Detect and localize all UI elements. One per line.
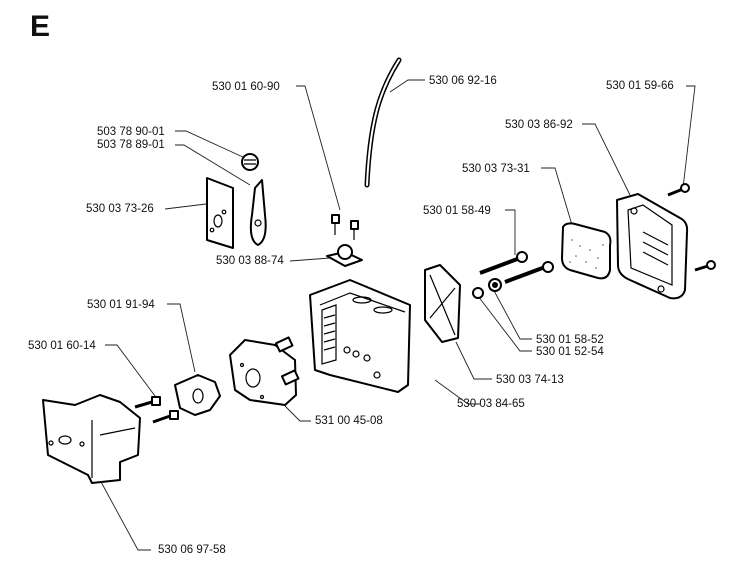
- leader-530-03-73-31: [541, 167, 573, 226]
- filter-housing: [309, 279, 411, 393]
- foam-filter: [561, 222, 612, 280]
- callout-530-01-58-52: 530 01 58-52: [536, 334, 604, 346]
- callout-503-78-89-01: 503 78 89-01: [97, 139, 165, 151]
- insulator-gasket: [174, 374, 221, 416]
- callout-530-03-88-74: 530 03 88-74: [216, 255, 284, 267]
- long-bolts: [479, 251, 554, 284]
- callout-503-78-90-01: 503 78 90-01: [97, 126, 165, 138]
- carb-bracket: [42, 394, 141, 484]
- leader-531-00-45-08: [284, 405, 311, 422]
- callout-530-01-59-66: 530 01 59-66: [606, 80, 674, 92]
- leader-530-01-59-66: [682, 85, 696, 189]
- leader-530-06-97-58: [99, 479, 151, 551]
- carburetor: [229, 336, 300, 406]
- callout-530-01-60-90: 530 01 60-90: [212, 81, 280, 93]
- leader-530-01-58-52: [491, 286, 532, 340]
- carb-screws: [134, 396, 179, 424]
- callout-530-03-73-26: 530 03 73-26: [86, 203, 154, 215]
- leader-503-78-89-01: [175, 144, 251, 186]
- leader-503-78-90-01: [175, 130, 246, 159]
- callout-531-00-45-08: 531 00 45-08: [315, 415, 383, 427]
- callout-530-06-92-16: 530 06 92-16: [429, 75, 497, 87]
- callout-530-03-86-92: 530 03 86-92: [505, 119, 573, 131]
- filter-gasket: [424, 264, 461, 343]
- section-letter: E: [30, 10, 51, 43]
- leader-530-01-60-90: [296, 85, 341, 211]
- leader-530-03-84-65: [434, 379, 480, 405]
- cover-screws: [667, 183, 716, 272]
- leader-530-03-73-26: [164, 203, 207, 210]
- gasket-plate: [206, 177, 234, 249]
- choke-bracket: [326, 244, 363, 267]
- callout-530-03-73-31: 530 03 73-31: [462, 163, 530, 175]
- fuel-hose: [364, 57, 402, 188]
- callout-530-01-91-94: 530 01 91-94: [87, 299, 155, 311]
- washer-530-01-52-54: [472, 287, 484, 299]
- leader-530-01-52-54: [477, 295, 532, 352]
- filter-cover: [616, 193, 689, 300]
- leader-lines: [99, 79, 696, 551]
- leader-530-06-92-16: [389, 79, 425, 93]
- callout-530-01-52-54: 530 01 52-54: [536, 346, 604, 358]
- leader-530-01-58-49: [505, 209, 516, 255]
- callout-530-01-58-49: 530 01 58-49: [423, 205, 491, 217]
- screws-530-01-60-90: [331, 214, 359, 240]
- callout-530-03-74-13: 530 03 74-13: [496, 374, 564, 386]
- callout-530-01-60-14: 530 01 60-14: [28, 340, 96, 352]
- leader-530-03-86-92: [582, 123, 631, 196]
- leader-530-01-91-94: [167, 303, 196, 373]
- choke-lever: [241, 153, 267, 246]
- leader-530-01-60-14: [105, 344, 159, 401]
- callout-530-03-84-65: 530 03 84-65: [457, 398, 525, 410]
- callout-530-06-97-58: 530 06 97-58: [158, 544, 226, 556]
- leader-530-03-88-74: [289, 257, 331, 262]
- leader-530-03-74-13: [455, 341, 492, 380]
